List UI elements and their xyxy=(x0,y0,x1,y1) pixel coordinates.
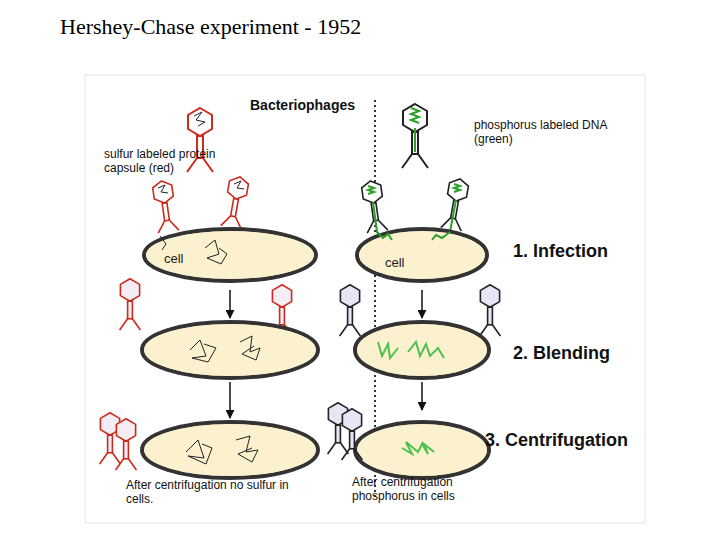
viral-dna xyxy=(186,436,258,464)
step-arrow xyxy=(229,290,231,318)
cell-label: cell xyxy=(385,255,405,270)
cell-outline xyxy=(355,227,489,283)
cell-shape xyxy=(144,229,316,281)
cell-membrane xyxy=(358,425,486,475)
cell-shape xyxy=(142,322,318,378)
step-arrow xyxy=(421,382,423,410)
cell-membrane xyxy=(147,232,313,278)
phage-dna xyxy=(158,185,168,193)
cell-membrane xyxy=(358,325,486,375)
phosphorus-phage xyxy=(402,104,428,168)
sulfur-phage xyxy=(221,175,250,229)
sulfur-phage xyxy=(187,108,213,172)
empty-phage xyxy=(100,413,121,464)
viral-dna xyxy=(190,336,260,362)
page-title: Hershey-Chase experiment - 1952 xyxy=(60,14,361,40)
step-label: 1. Infection xyxy=(513,241,653,262)
phage-dna xyxy=(234,181,244,189)
step-arrow xyxy=(421,290,423,318)
cell-shape xyxy=(142,422,318,478)
cell-label: cell xyxy=(164,251,184,266)
cell-shape xyxy=(357,229,487,281)
viral-dna xyxy=(378,342,444,358)
empty-phage xyxy=(342,409,363,460)
sulfur-phage xyxy=(151,179,179,233)
viral-dna xyxy=(402,442,434,454)
result-note: After centrifugation phosphorus in cells xyxy=(352,476,502,504)
legend-note: sulfur labeled protein capsule (red) xyxy=(104,148,244,176)
empty-phage xyxy=(340,285,361,336)
phage-dna xyxy=(368,186,388,238)
cell-shape xyxy=(355,322,489,378)
cell-shape xyxy=(355,422,489,478)
phage-dna xyxy=(411,108,419,152)
section-heading: Bacteriophages xyxy=(250,97,400,113)
result-note: After centrifugation no sulfur in cells. xyxy=(126,479,306,507)
empty-phage xyxy=(328,403,349,454)
step-label: 3. Centrifugation xyxy=(485,430,655,451)
step-label: 2. Blending xyxy=(513,343,653,364)
empty-phage xyxy=(120,279,141,330)
step-arrow xyxy=(229,382,231,418)
cell-membrane xyxy=(145,425,315,475)
viral-dna xyxy=(377,232,450,240)
cell-membrane xyxy=(360,232,484,278)
empty-phage xyxy=(480,285,501,336)
legend-note: phosphorus labeled DNA (green) xyxy=(474,119,614,147)
panel-frame xyxy=(85,75,645,523)
cell: cell xyxy=(355,227,489,283)
phage-dna xyxy=(194,112,205,126)
empty-phage xyxy=(116,419,137,470)
viral-dna xyxy=(160,236,227,264)
cell-membrane xyxy=(145,325,315,375)
cell: cell xyxy=(142,227,318,283)
